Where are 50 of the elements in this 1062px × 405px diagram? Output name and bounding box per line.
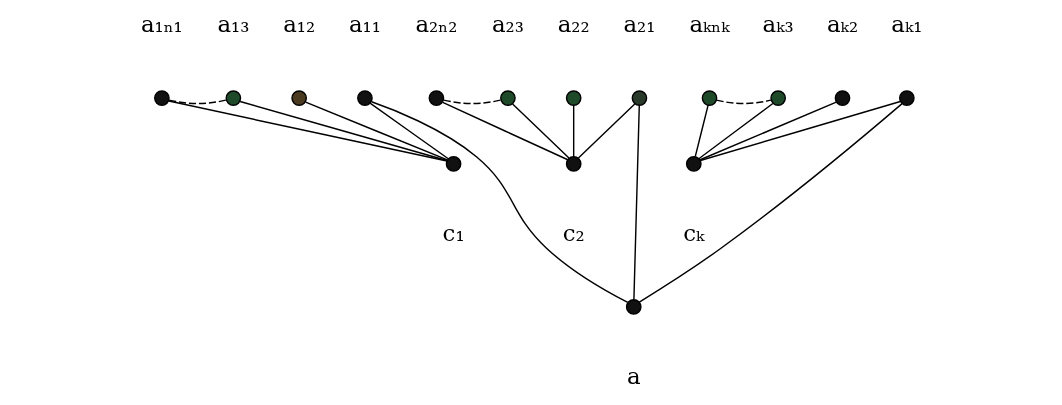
- connector: [638, 103, 902, 303]
- connector: [694, 104, 709, 158]
- connector: [699, 100, 901, 162]
- node-circle: [290, 90, 307, 106]
- node-label: a₂ₙ₂: [414, 11, 457, 38]
- node-label: a₁₃: [216, 11, 249, 38]
- node-circle: [625, 299, 642, 315]
- node-label: aₖ₁: [890, 11, 922, 38]
- node-label: a₂₁: [622, 11, 655, 38]
- node-label: a₁ₙ₁: [140, 11, 183, 38]
- node-circle: [428, 90, 444, 106]
- connector: [698, 101, 837, 161]
- connector: [441, 101, 568, 161]
- node-label: c₁: [442, 219, 465, 246]
- connector: [167, 99, 227, 105]
- connector: [368, 102, 449, 160]
- node-circle: [153, 90, 170, 106]
- node-label: cₖ: [682, 219, 704, 246]
- node-circle: [898, 90, 915, 106]
- connector: [304, 101, 448, 161]
- node-label: aₖₙₖ: [688, 11, 730, 38]
- node-label: a₂₃: [491, 11, 524, 38]
- connector: [167, 100, 448, 162]
- connector: [370, 101, 628, 304]
- node-circle: [769, 90, 786, 106]
- node-label: a₂₂: [557, 11, 590, 38]
- node-label: a₁₂: [282, 11, 315, 38]
- connector: [577, 103, 635, 159]
- node-circle: [499, 90, 516, 106]
- node-label: a: [626, 362, 641, 389]
- connector: [511, 103, 570, 159]
- connector: [572, 104, 574, 158]
- node-circle: [565, 156, 582, 172]
- node-label: aₖ₂: [826, 11, 858, 38]
- node-circle: [445, 156, 461, 172]
- connector: [697, 102, 774, 160]
- node-circle: [685, 156, 702, 172]
- connector: [715, 99, 772, 105]
- node-label: aₖ₃: [762, 11, 794, 38]
- node-circle: [356, 90, 373, 106]
- node-circle: [225, 90, 241, 106]
- node-circle: [701, 90, 717, 106]
- node-circle: [631, 90, 647, 106]
- connector: [238, 100, 447, 162]
- connector: [442, 99, 502, 105]
- connector: [632, 104, 640, 301]
- node-circle: [834, 90, 850, 106]
- node-label: a₁₁: [348, 11, 381, 38]
- node-circle: [565, 90, 582, 106]
- node-label: c₂: [562, 219, 585, 246]
